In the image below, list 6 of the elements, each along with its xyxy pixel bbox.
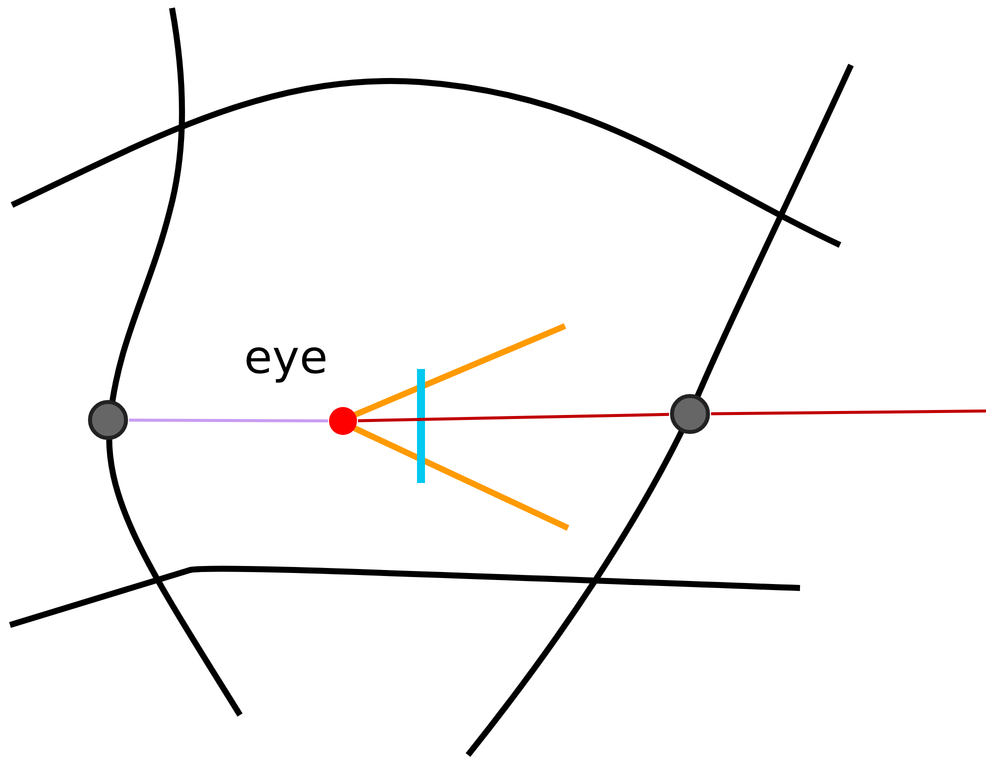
- ray-line: [129, 418, 328, 422]
- intersection-point: [670, 394, 710, 434]
- ray-line: [710, 410, 986, 416]
- ray-line: [358, 412, 670, 422]
- intersection-point: [88, 400, 128, 440]
- eye-point: [329, 407, 357, 435]
